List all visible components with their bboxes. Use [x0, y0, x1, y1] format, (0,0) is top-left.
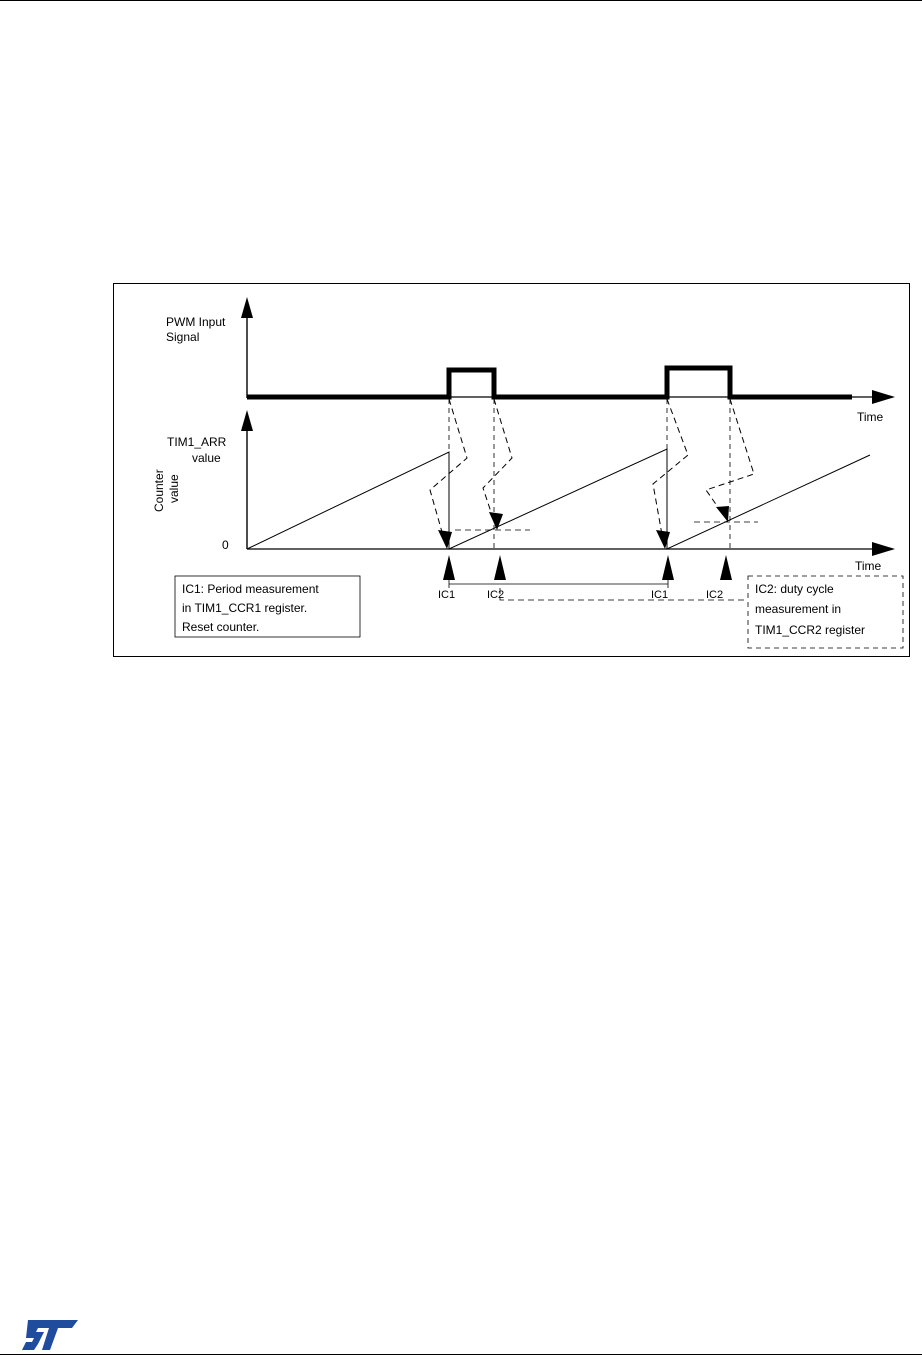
ic2-label-a: IC2 [487, 589, 504, 601]
st-logo-icon [22, 1320, 78, 1350]
pwm-waveform [247, 365, 852, 400]
ic2-note-line3: TIM1_CCR2 register [755, 623, 865, 637]
header-rule [0, 0, 922, 1]
ic1-note-box [174, 575, 361, 638]
time-label-top: Time [857, 410, 884, 424]
ic2-a-arrow-icon [494, 555, 506, 580]
pwm-x-axis-arrow-icon [872, 390, 895, 404]
pwm-input-timing-diagram: PWM Input Signal Time TIM1_ARR value Cou… [152, 297, 904, 649]
ic2-label-b: IC2 [706, 589, 723, 601]
pwm-input-label-line1: PWM Input [166, 315, 226, 329]
capture-arrow-heads [438, 506, 729, 549]
counter-y-axis-arrow-icon [241, 410, 253, 431]
ic2-note-box [747, 575, 904, 649]
figure-frame [113, 283, 910, 657]
duty-capture-levels [455, 521, 758, 531]
counter-value-label-line2: value [167, 474, 181, 503]
footer-rule [0, 1354, 922, 1355]
time-label-bottom: Time [855, 559, 882, 573]
period-bracket [448, 580, 669, 588]
ic2-note-line1: IC2: duty cycle [755, 582, 834, 596]
counter-value-label-line1: Counter [152, 469, 166, 512]
edge-drop-lines [448, 399, 731, 549]
st-logo-shape [22, 1320, 78, 1350]
counter-x-axis-arrow-icon [872, 542, 895, 556]
zero-label: 0 [222, 538, 229, 552]
ic1-label-b: IC1 [651, 589, 668, 601]
ic1-a-arrow-icon [443, 555, 455, 580]
ic1-note-line3: Reset counter. [182, 620, 259, 634]
arr-label-line1: TIM1_ARR [167, 435, 227, 449]
ic1-b-arrow-icon [662, 555, 674, 580]
duty-cycle-leader [499, 588, 748, 601]
ic1-note-line1: IC1: Period measurement [182, 582, 319, 596]
counter-ramp [246, 448, 871, 550]
ic2-note-line2: measurement in [755, 602, 841, 616]
ic1-label-a: IC1 [438, 589, 455, 601]
ic1-note-line2: in TIM1_CCR1 register. [182, 601, 307, 615]
pwm-input-label-line2: Signal [166, 330, 199, 344]
capture-zigzag-arrows [429, 398, 755, 547]
pwm-y-axis-arrow-icon [241, 297, 253, 318]
ic2-b-arrow-icon [720, 555, 732, 580]
capture-up-arrows [448, 568, 727, 580]
capture-up-arrow-heads [443, 555, 732, 580]
arr-label-line2: value [192, 451, 221, 465]
